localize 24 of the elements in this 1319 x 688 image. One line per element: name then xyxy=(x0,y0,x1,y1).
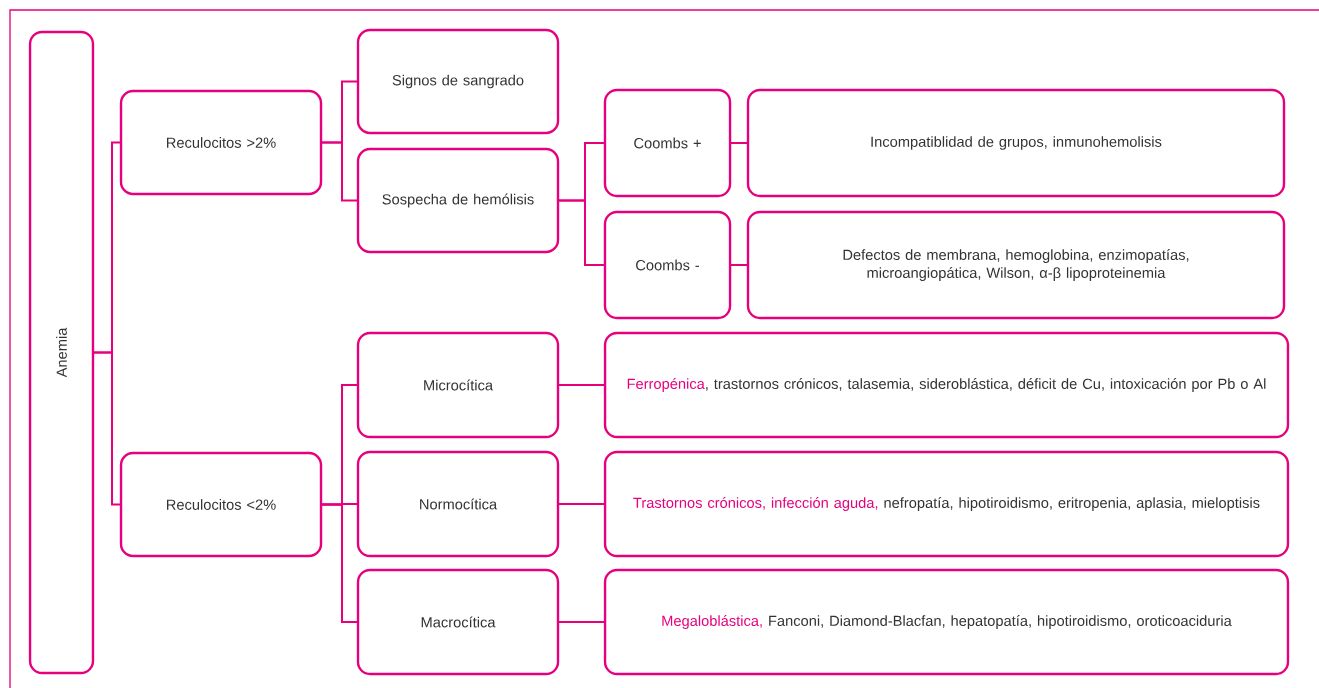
process-box: Ferropénica, trastornos crónicos, talasemia, sideroblástica, déficit de Cu, intoxicación por Pb o Al xyxy=(603,331,1290,439)
connector-line xyxy=(557,384,606,386)
process-box: Incompatiblidad de grupos, inmunohemolisis xyxy=(746,88,1286,198)
process-box: Defectos de membrana, hemoglobina, enzimopatías, microangiopática, Wilson, α-β lipoproteinemia xyxy=(746,210,1286,320)
process-box: Macrocítica xyxy=(356,568,560,676)
process-box: Reculocitos >2% xyxy=(119,89,323,196)
process-box: Sospecha de hemólisis xyxy=(356,147,560,254)
process-box: Signos de sangrado xyxy=(356,28,560,135)
process-box: Coombs - xyxy=(603,210,732,320)
connector-line xyxy=(557,503,606,505)
connector-line xyxy=(557,621,606,623)
connector-line xyxy=(92,351,122,506)
connector-line xyxy=(557,199,606,266)
process-box: Reculocitos <2% xyxy=(119,451,323,558)
process-box: Trastornos crónicos, infección aguda, nefropatía, hipotiroidismo, eritropenia, aplasia, mieloptisis xyxy=(603,450,1290,558)
connector-line xyxy=(320,503,359,623)
process-box: Megaloblástica, Fanconi, Diamond-Blacfan, hepatopatía, hipotiroidismo, oroticoaciduria xyxy=(603,568,1290,676)
connector-line xyxy=(320,141,359,202)
process-box: Normocítica xyxy=(356,450,560,558)
connector-line xyxy=(729,142,749,144)
process-box: Microcítica xyxy=(356,331,560,439)
connector-line xyxy=(729,264,749,266)
process-box: Coombs + xyxy=(603,88,732,198)
process-box: Anemia xyxy=(28,30,95,675)
